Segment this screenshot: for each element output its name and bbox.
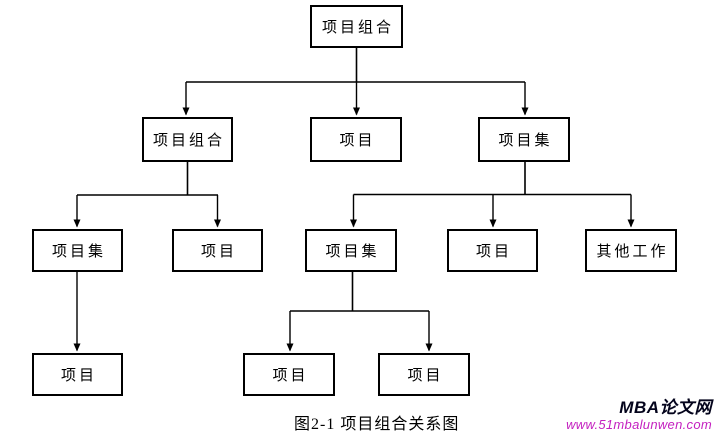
edge-line-portfolio-l2 [77, 162, 218, 196]
node-project-l3-left: 项目 [172, 229, 263, 272]
watermark-url: www.51mbalunwen.com [566, 416, 712, 432]
node-portfolio-root: 项目组合 [310, 5, 403, 48]
edge-line-program-l3-right [290, 272, 429, 312]
node-project-l2: 项目 [310, 117, 402, 162]
node-project-l3-right: 项目 [447, 229, 538, 272]
watermark-site-name: MBA论文网 [619, 398, 712, 417]
edge-line-root [186, 48, 525, 83]
node-program-l2: 项目集 [478, 117, 570, 162]
node-project-l4-3: 项目 [378, 353, 470, 396]
node-program-l3-right: 项目集 [305, 229, 397, 272]
node-portfolio-l2: 项目组合 [142, 117, 233, 162]
edge-line-program-l2 [353, 162, 631, 196]
node-project-l4-1: 项目 [32, 353, 123, 396]
node-program-l3-left: 项目集 [32, 229, 123, 272]
figure-caption: 图2-1 项目组合关系图 [294, 416, 460, 433]
watermark: MBA论文网 www.51mbalunwen.com [566, 398, 712, 432]
node-project-l4-2: 项目 [243, 353, 335, 396]
node-other-work: 其他工作 [585, 229, 677, 272]
